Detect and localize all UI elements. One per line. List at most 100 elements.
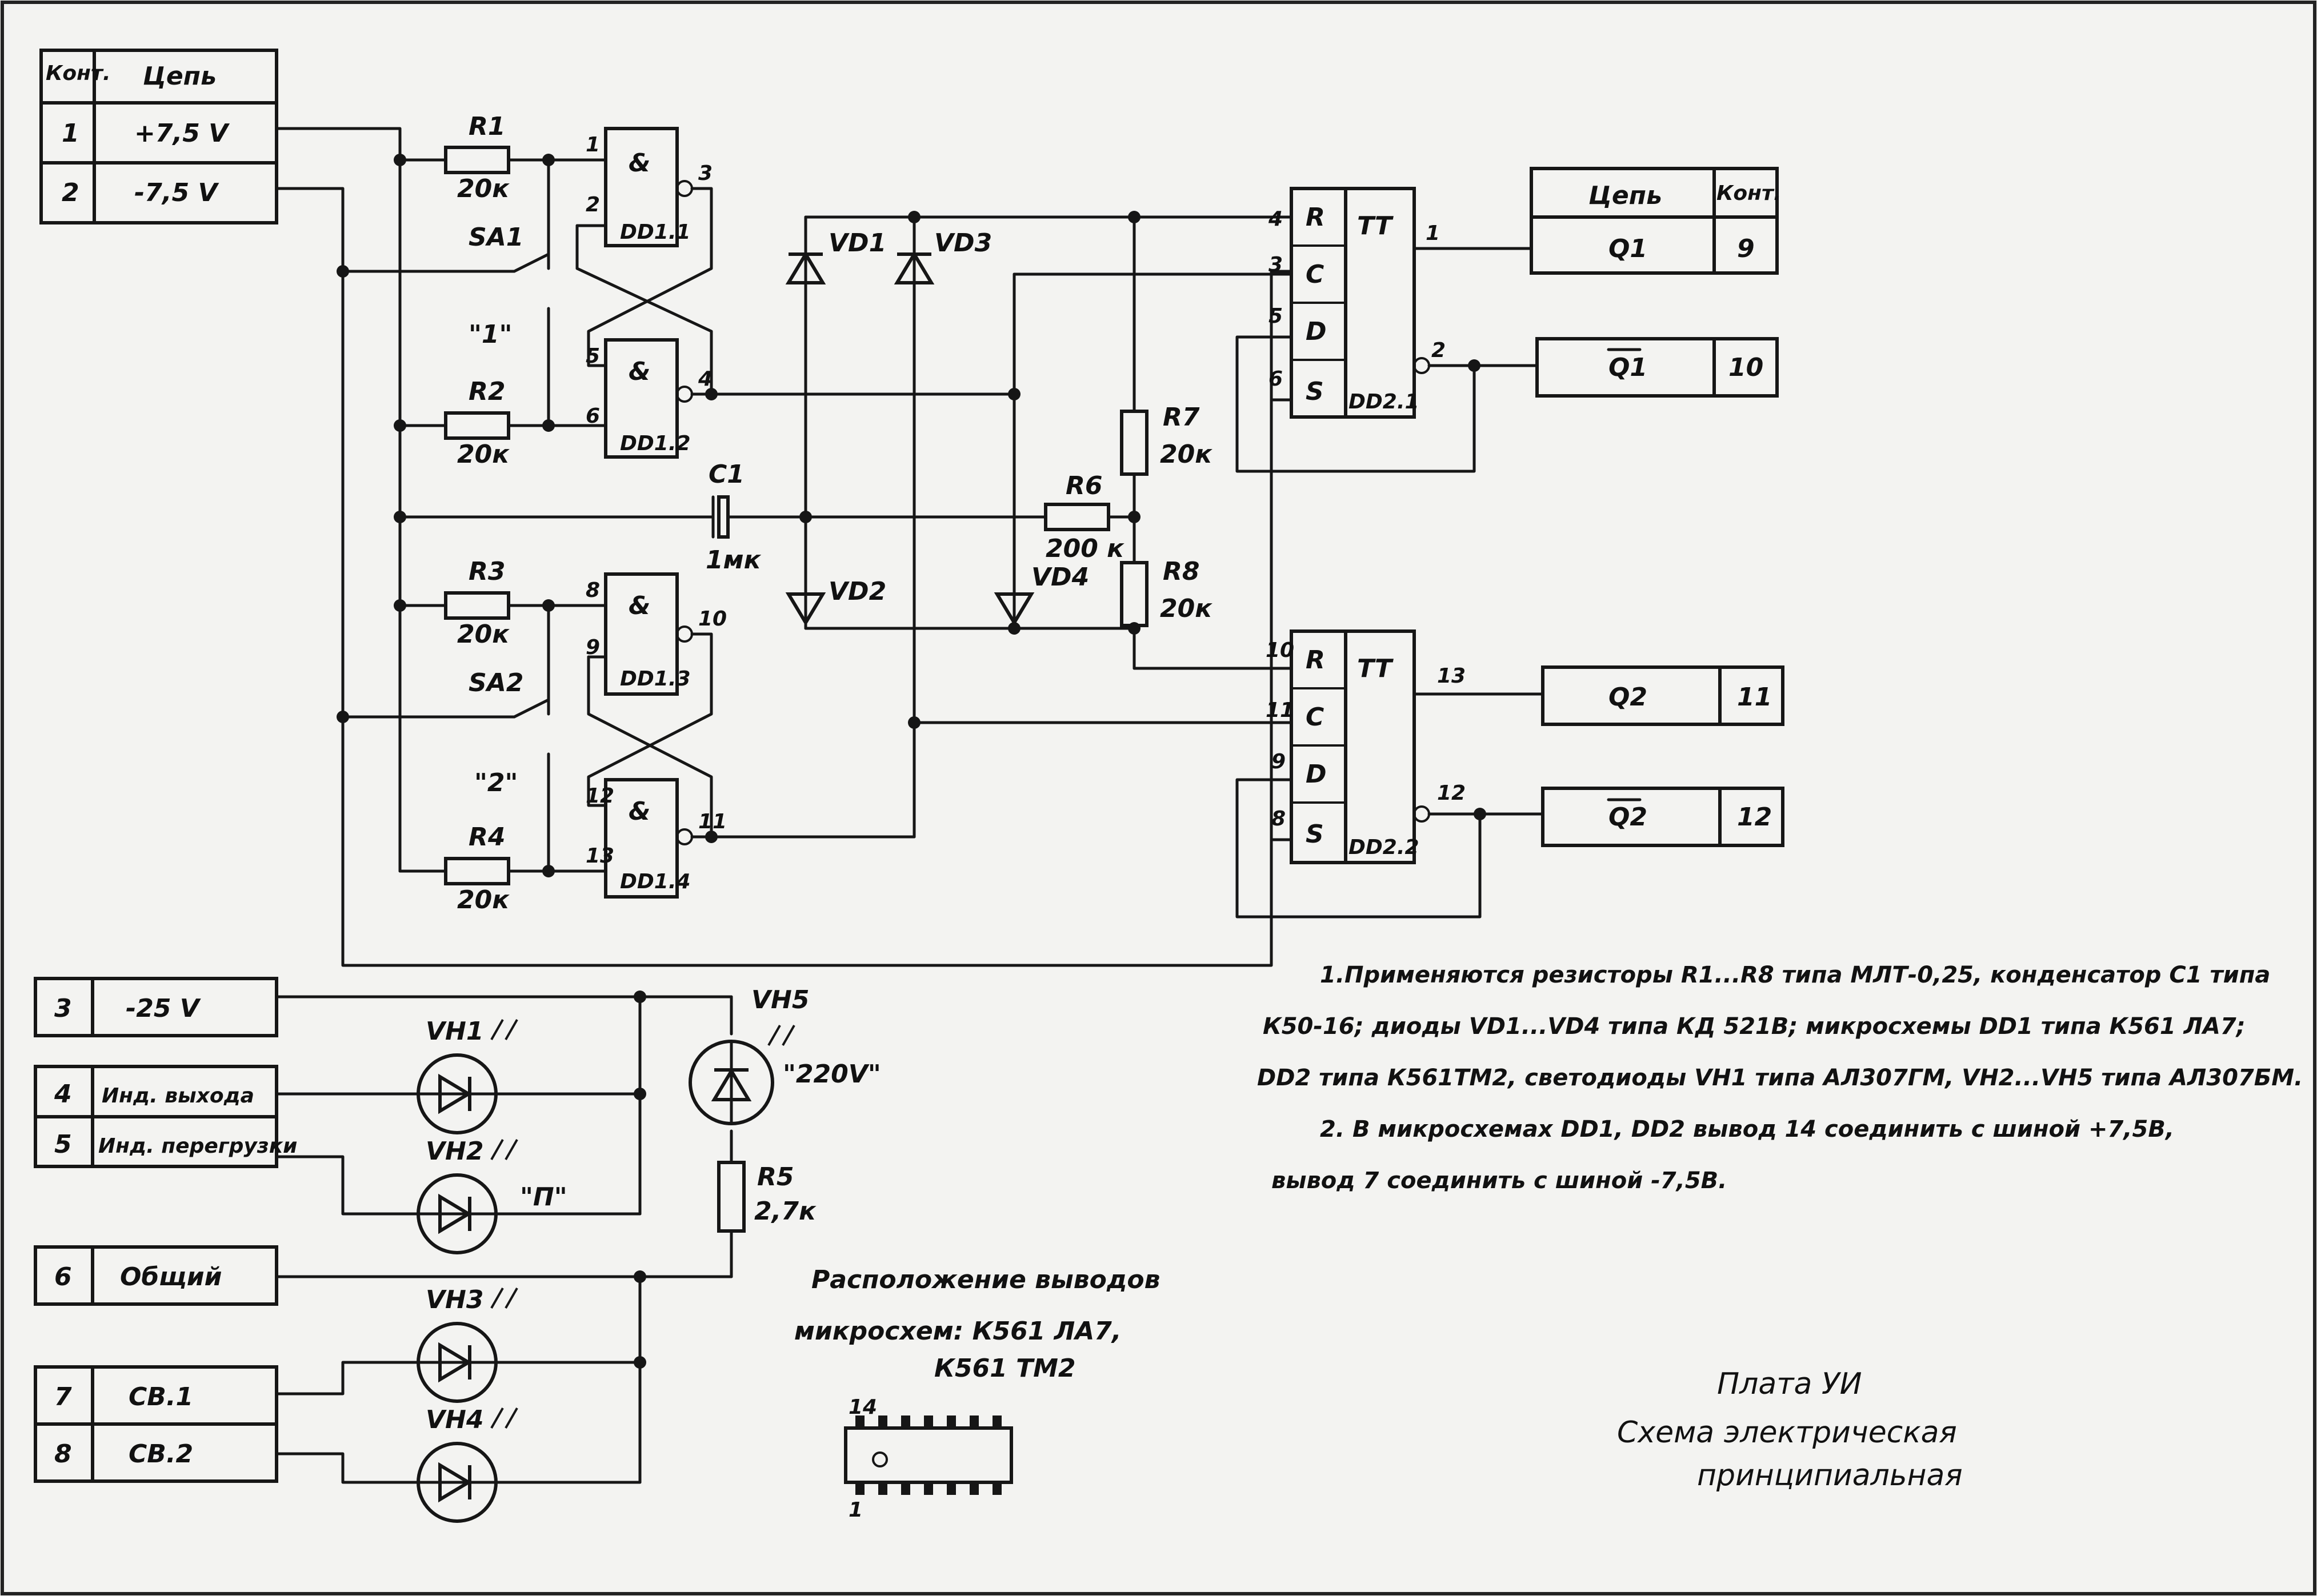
svg-text:S: S bbox=[1306, 820, 1324, 849]
svg-text:DD2.2: DD2.2 bbox=[1348, 836, 1419, 859]
svg-text:R3: R3 bbox=[469, 557, 506, 586]
svg-text:R1: R1 bbox=[469, 112, 506, 141]
svg-text:4: 4 bbox=[1268, 207, 1283, 231]
svg-text:20к: 20к bbox=[457, 174, 510, 203]
svg-text:R6: R6 bbox=[1066, 471, 1103, 500]
circuit-name: СВ.2 bbox=[129, 1439, 193, 1469]
contact-number: 5 bbox=[54, 1130, 72, 1159]
svg-text:12: 12 bbox=[1437, 781, 1466, 805]
flipflop-dd2-2: R C D S TT DD2.2 10 11 9 8 13 12 bbox=[1235, 629, 1544, 919]
svg-text:&: & bbox=[629, 357, 650, 386]
svg-text:VD1: VD1 bbox=[829, 228, 886, 258]
svg-text:12: 12 bbox=[586, 784, 614, 808]
ic-pin bbox=[924, 1415, 933, 1428]
svg-text:&: & bbox=[629, 797, 650, 826]
board-name: Плата УИ bbox=[1717, 1367, 1862, 1401]
resistor-r5: R5 2,7к bbox=[717, 1161, 817, 1233]
svg-text:6: 6 bbox=[1268, 367, 1283, 391]
svg-text:Расположение выводов: Расположение выводов bbox=[811, 1265, 1160, 1294]
contact-number: 3 bbox=[54, 994, 72, 1023]
resistor-r2: R2 20к bbox=[444, 377, 607, 469]
svg-text:20к: 20к bbox=[1160, 594, 1212, 623]
svg-text:1: 1 bbox=[849, 1498, 863, 1522]
latch-wiring bbox=[547, 158, 1016, 873]
svg-text:20к: 20к bbox=[457, 620, 510, 649]
diagram-subtype: принципиальная bbox=[1697, 1458, 1963, 1493]
svg-text:"2": "2" bbox=[474, 768, 518, 797]
led-vh3: VH3 bbox=[410, 1285, 518, 1403]
ic-pin bbox=[993, 1415, 1002, 1428]
svg-text:DD2.1: DD2.1 bbox=[1348, 390, 1419, 414]
svg-text:"1": "1" bbox=[469, 320, 512, 349]
svg-text:"П": "П" bbox=[520, 1182, 567, 1212]
svg-text:D: D bbox=[1306, 317, 1327, 346]
switch-sa2: SA2 "2" bbox=[469, 599, 555, 877]
svg-text:R5: R5 bbox=[757, 1162, 794, 1192]
table-header-circuit: Цепь bbox=[143, 62, 217, 91]
ic-pin bbox=[901, 1482, 910, 1495]
svg-text:VD3: VD3 bbox=[934, 228, 992, 258]
svg-text:1мк: 1мк bbox=[706, 546, 762, 575]
svg-text:3: 3 bbox=[1268, 253, 1283, 276]
capacitor-c1: C1 1мк bbox=[706, 460, 1047, 575]
flipflop-dd2-1: R C D S TT DD2.1 4 3 5 6 1 2 bbox=[1235, 187, 1539, 473]
svg-text:C: C bbox=[1306, 260, 1324, 289]
circuit-name: Инд. перегрузки bbox=[98, 1134, 297, 1158]
contact-number: 7 bbox=[54, 1382, 72, 1411]
svg-text:9: 9 bbox=[1271, 750, 1286, 773]
output-header-contact: Конт. bbox=[1716, 182, 1782, 205]
svg-text:R2: R2 bbox=[469, 377, 506, 406]
contact-number: 1 bbox=[62, 119, 79, 148]
resistor-r1: R1 20к bbox=[444, 112, 607, 203]
svg-text:S: S bbox=[1306, 377, 1324, 406]
svg-text:R: R bbox=[1306, 203, 1325, 232]
svg-text:10: 10 bbox=[698, 607, 727, 631]
led-vh4: VH4 bbox=[410, 1405, 518, 1523]
svg-text:R8: R8 bbox=[1163, 557, 1200, 586]
svg-text:&: & bbox=[629, 149, 650, 178]
output-contact: 11 bbox=[1737, 683, 1772, 712]
indicator-connector-table: 3 -25 V 4 Инд. выхода 5 Инд. перегрузки … bbox=[34, 977, 297, 1483]
svg-text:VH1: VH1 bbox=[426, 1017, 484, 1046]
svg-text:VH3: VH3 bbox=[426, 1285, 484, 1314]
circuit-name: Общий bbox=[120, 1262, 222, 1292]
svg-text:DD1.1: DD1.1 bbox=[620, 220, 691, 244]
ic-pin bbox=[970, 1482, 979, 1495]
svg-text:К561 ТМ2: К561 ТМ2 bbox=[934, 1354, 1076, 1383]
ic-pin bbox=[901, 1415, 910, 1428]
svg-text:R: R bbox=[1306, 645, 1325, 675]
svg-text:D: D bbox=[1306, 760, 1327, 789]
svg-text:R4: R4 bbox=[469, 823, 506, 852]
notes-block: 1.Применяются резисторы R1...R8 типа МЛТ… bbox=[1257, 962, 2303, 1194]
svg-text:VD2: VD2 bbox=[829, 577, 886, 606]
power-wiring bbox=[275, 127, 1293, 967]
power-connector-table: Конт. Цепь 1 +7,5 V 2 -7,5 V bbox=[39, 49, 278, 224]
resistor-r4: R4 20к bbox=[444, 823, 607, 915]
pinout-sketch: Расположение выводов микросхем: К561 ЛА7… bbox=[794, 1265, 1160, 1522]
output-signal-inverted: Q1 bbox=[1608, 353, 1647, 382]
svg-text:20к: 20к bbox=[457, 885, 510, 915]
svg-text:200 к: 200 к bbox=[1046, 534, 1125, 563]
svg-text:DD1.4: DD1.4 bbox=[620, 870, 691, 893]
svg-text:6: 6 bbox=[586, 404, 600, 428]
ic-pin bbox=[855, 1482, 865, 1495]
gate-dd1-3: & DD1.3 8 9 10 bbox=[586, 572, 727, 696]
svg-text:C: C bbox=[1306, 703, 1324, 732]
gate-dd1-1: & DD1.1 1 2 3 bbox=[575, 127, 713, 247]
ic-pin bbox=[924, 1482, 933, 1495]
note-line: вывод 7 соединить с шиной -7,5В. bbox=[1271, 1168, 1727, 1194]
resistor-r6: R6 200 к bbox=[1044, 471, 1136, 563]
output-signal: Q1 bbox=[1608, 234, 1647, 263]
svg-text:2: 2 bbox=[586, 193, 600, 216]
contact-number: 8 bbox=[54, 1439, 72, 1469]
svg-text:13: 13 bbox=[586, 844, 614, 868]
output-contact: 10 bbox=[1728, 353, 1763, 382]
ic-pin bbox=[993, 1482, 1002, 1495]
svg-text:20к: 20к bbox=[1160, 440, 1212, 469]
circuit-name: -7,5 V bbox=[134, 178, 219, 207]
ic-pin bbox=[878, 1482, 887, 1495]
circuit-name: СВ.1 bbox=[129, 1382, 193, 1411]
svg-text:13: 13 bbox=[1437, 664, 1466, 688]
svg-text:8: 8 bbox=[586, 579, 600, 602]
svg-text:20к: 20к bbox=[457, 440, 510, 469]
